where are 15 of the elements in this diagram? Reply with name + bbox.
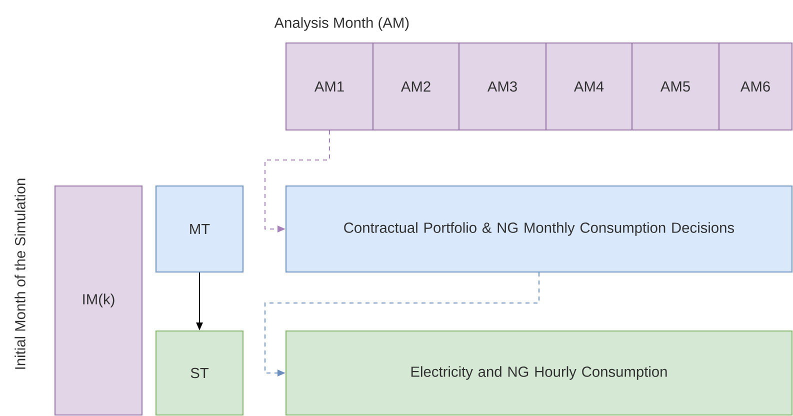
heading: Analysis Month (AM) — [274, 17, 409, 31]
axis-title: Initial Month of the Simulation — [14, 178, 26, 369]
arrow — [264, 130, 330, 232]
month-box: AM6 — [718, 42, 793, 131]
month-box: AM3 — [458, 42, 547, 131]
month-box: AM1 — [285, 42, 374, 131]
decision-box: Contractual Portfolio & NG Monthly Consumption Decisions — [285, 185, 793, 273]
arrow — [264, 272, 540, 376]
month-box: AM2 — [372, 42, 460, 131]
consumption-box: Electricity and NG Hourly Consumption — [285, 330, 793, 416]
process-box: ST — [155, 330, 244, 416]
initial-month-box: IM(k) — [54, 185, 143, 416]
month-box: AM5 — [631, 42, 720, 131]
month-box: AM4 — [545, 42, 633, 131]
process-box: MT — [155, 185, 244, 273]
